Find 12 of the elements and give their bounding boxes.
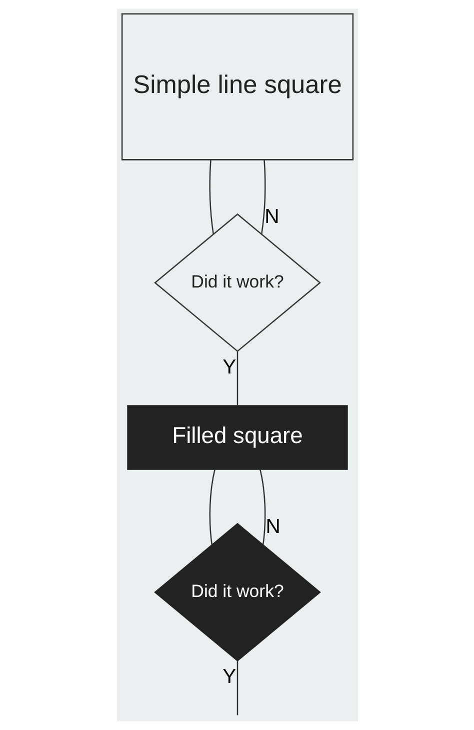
connector (236, 660, 238, 716)
edge-label: Y (222, 666, 236, 688)
node-box: Simple line square (120, 13, 354, 160)
connector (236, 352, 238, 406)
connector (208, 469, 215, 545)
connector (260, 160, 266, 234)
edge-label: Y (222, 356, 236, 379)
connector (208, 160, 214, 234)
edge-label: N (265, 516, 280, 538)
edge-label: N (264, 206, 279, 228)
connector (259, 469, 266, 545)
node-box: Filled square (126, 405, 348, 470)
